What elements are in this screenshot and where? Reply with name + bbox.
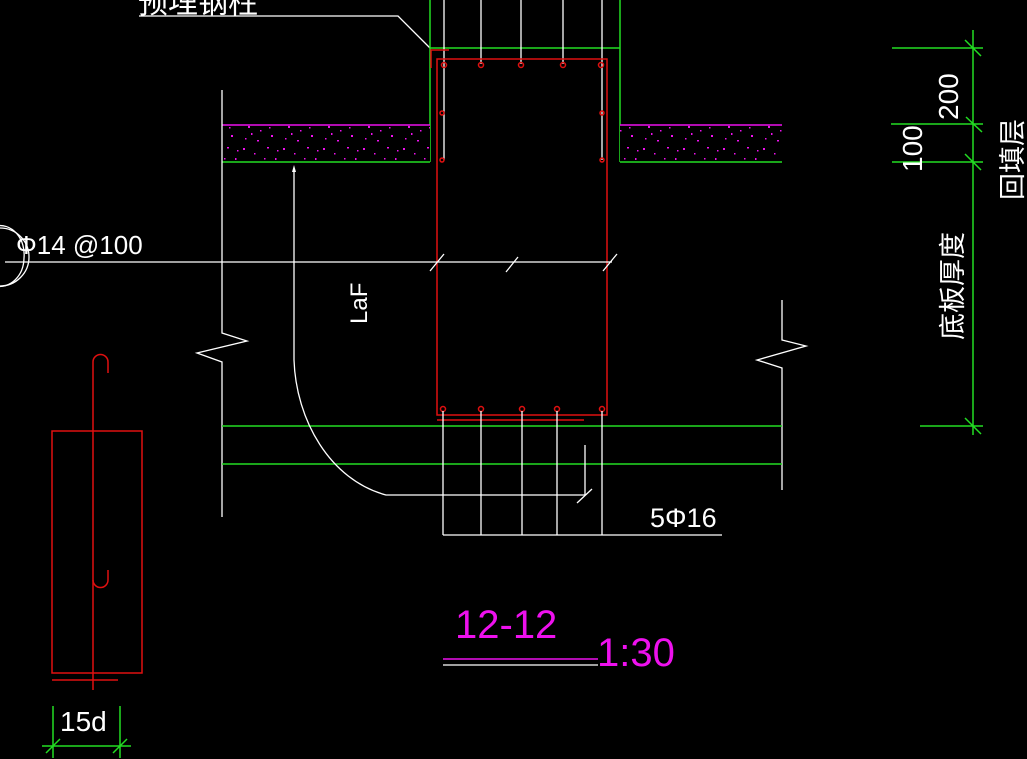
rebar-dot — [559, 61, 567, 69]
rebar-dot — [599, 110, 605, 116]
bottom-rebar-label: 5Φ16 — [650, 503, 717, 533]
top-callout: 预埋钢柱 — [138, 0, 431, 49]
rebar-dot — [439, 110, 445, 116]
slab-left-edge — [194, 90, 250, 517]
anchor-length-label: LaF — [346, 283, 373, 324]
horizontal-rebar — [0, 224, 618, 288]
slab-thickness-label: 底板厚度 — [938, 232, 969, 340]
rebar-cage — [430, 49, 608, 421]
rebar-dot — [553, 405, 561, 413]
callout-leader-line — [139, 15, 431, 49]
backfill-layer-label: 回填层 — [998, 119, 1027, 200]
rebar-spec-label: Φ14 @100 — [16, 230, 143, 260]
column-upper — [429, 0, 621, 162]
dimension-200: 200 — [933, 73, 964, 120]
anchor-length-curve — [292, 165, 593, 504]
rebar-dot — [517, 61, 525, 69]
rebar-dot — [599, 157, 605, 163]
section-scale: 1:30 — [597, 631, 675, 675]
right-dimension-chain — [891, 30, 983, 435]
cushion-layer-right — [620, 124, 782, 163]
rebar-dot — [440, 61, 448, 69]
rebar-dot — [439, 157, 445, 163]
bottom-bar-leaders — [442, 411, 722, 536]
rebar-dot — [518, 405, 526, 413]
section-title: 12-12 — [455, 603, 557, 647]
rebar-dot — [597, 61, 605, 69]
stirrup-outline — [436, 58, 608, 416]
top-callout-text: 预埋钢柱 — [138, 0, 258, 20]
stirrup-hook — [430, 49, 449, 68]
hook-detail — [51, 353, 143, 690]
rebar-dot — [598, 405, 606, 413]
hook-length-label: 15d — [60, 706, 107, 737]
cushion-layer-left — [222, 124, 430, 163]
dimension-100: 100 — [897, 125, 928, 172]
rebar-dot — [477, 61, 485, 69]
rebar-dot — [439, 405, 447, 413]
slab-right-edge — [754, 300, 809, 490]
hook-dimension — [42, 706, 131, 758]
rebar-dot — [477, 405, 485, 413]
